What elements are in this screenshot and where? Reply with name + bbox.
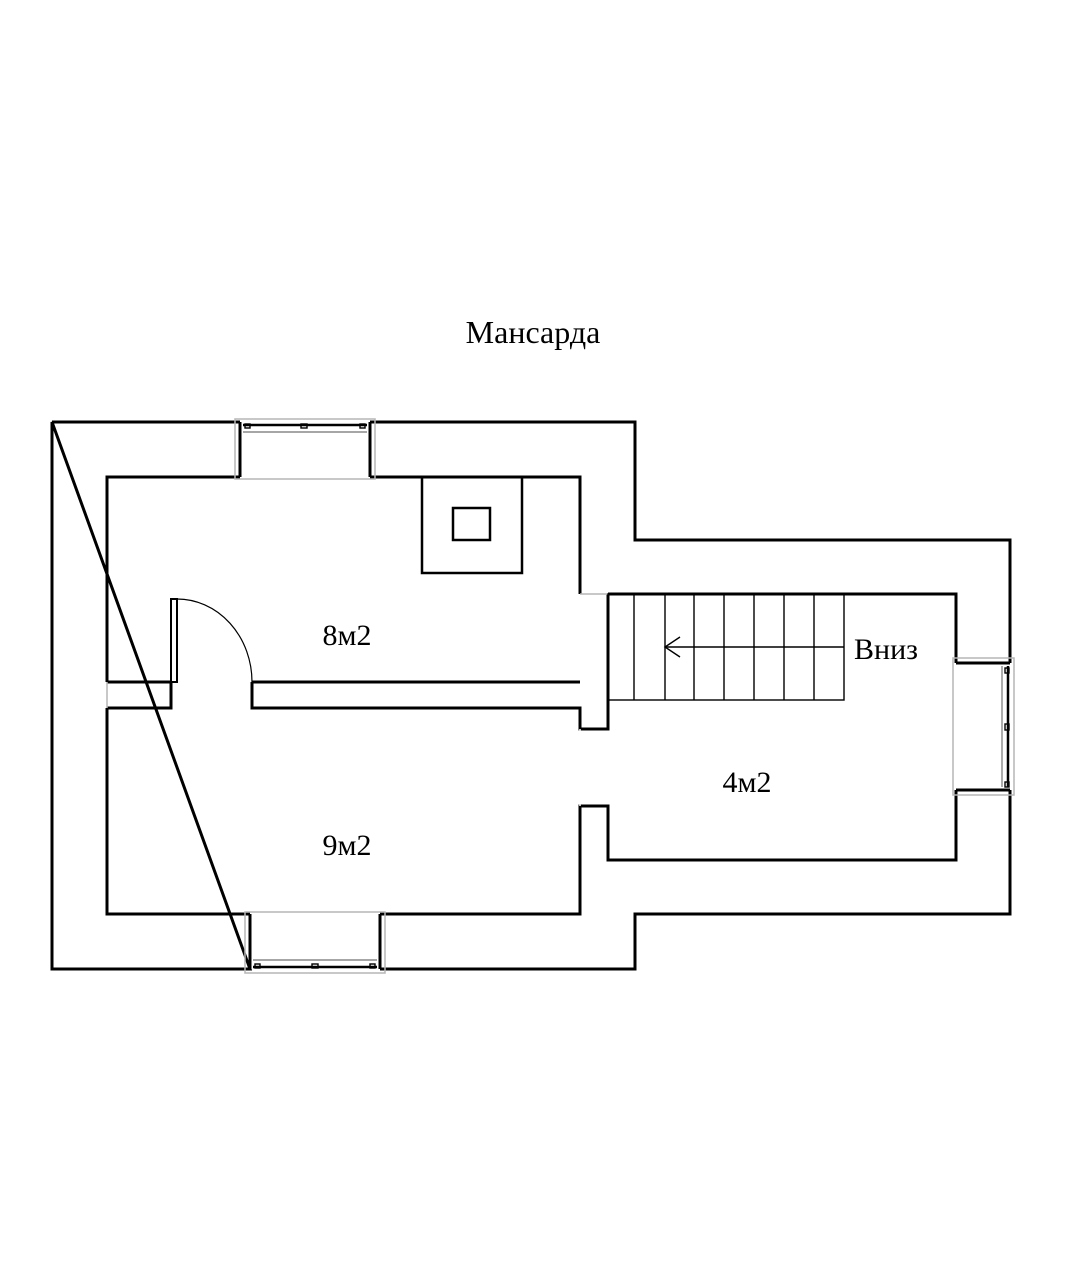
- arrow-left-icon: [663, 636, 681, 658]
- room-label-4m2: 4м2: [723, 766, 772, 799]
- room-label-9m2: 9м2: [323, 829, 372, 862]
- partition-left: [107, 594, 610, 731]
- outer-wall: [50, 420, 1012, 971]
- door[interactable]: [170, 598, 253, 683]
- staircase[interactable]: [607, 593, 845, 701]
- chimney: [420, 475, 524, 575]
- window-top: [234, 418, 376, 480]
- window-right-jambs: [956, 661, 1010, 792]
- window-top-jambs: [238, 422, 372, 477]
- room-label-8m2: 8м2: [323, 619, 372, 652]
- window-right: [952, 657, 1015, 796]
- wall-room-bottom-left: [105, 708, 958, 916]
- window-bottom: [244, 911, 386, 974]
- stairs-down-label: Вниз: [854, 633, 918, 666]
- wall-room-top-left: [105, 475, 582, 684]
- floor-title: Мансарда: [466, 314, 601, 350]
- window-bottom-jambs: [248, 914, 382, 969]
